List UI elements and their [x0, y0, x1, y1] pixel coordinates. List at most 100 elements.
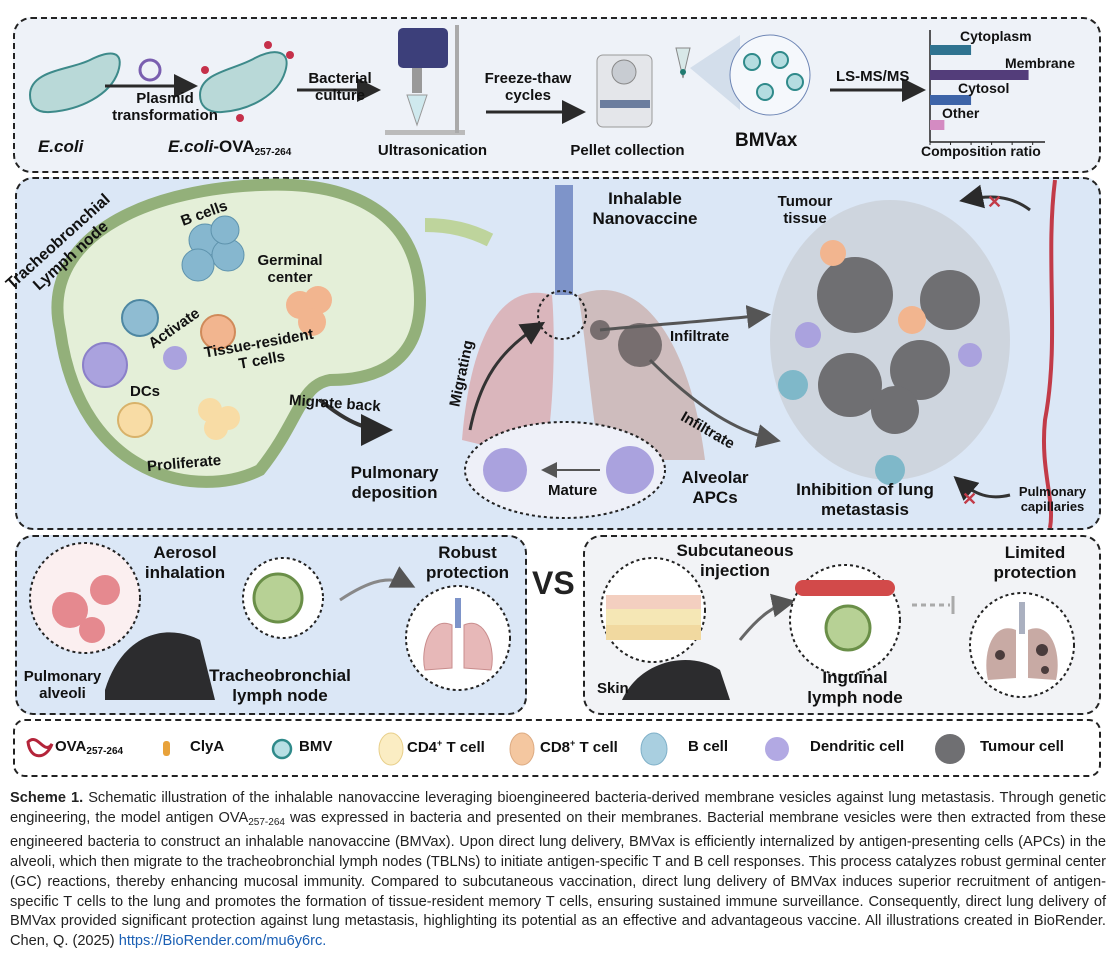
b-cell-icon	[640, 732, 668, 766]
lymph-return-arrow	[424, 218, 494, 247]
label-dcs: DCs	[130, 383, 161, 400]
arrow	[339, 566, 416, 602]
migrate-back-arrow	[318, 398, 393, 446]
chart-xlabel: Composition ratio	[921, 143, 1041, 159]
legend-tumour-cell: Tumour cell	[980, 738, 1064, 755]
bar-other	[930, 120, 945, 130]
lymph-node-icon	[252, 572, 304, 624]
metastatic-lungs-icon	[986, 602, 1058, 680]
label-infiltrate: Infiltrate	[670, 328, 730, 345]
label-lsms: LS-MS/MS	[836, 68, 910, 85]
bar-cytoplasm	[930, 45, 972, 55]
migrating-arrow	[468, 321, 546, 431]
legend-cd4: CD4+ T cell	[407, 738, 485, 756]
t-cell-cluster	[286, 286, 332, 336]
block-x-icon: ✕	[962, 489, 977, 509]
dendritic-cell	[163, 346, 187, 370]
deposition-circle	[537, 290, 587, 340]
legend-dendritic-cell: Dendritic cell	[810, 738, 905, 755]
mouse-icon	[622, 660, 730, 700]
bar-cytosol	[930, 95, 972, 105]
cd4-t-cell-icon	[378, 732, 404, 766]
bar-membrane	[930, 70, 1029, 80]
figure-caption: Scheme 1. Schematic illustration of the …	[10, 790, 1106, 950]
label-skin: Skin	[597, 680, 629, 697]
legend-bmv: BMV	[299, 738, 333, 755]
cd4-t-cell	[117, 402, 153, 438]
label-pellet: Pellet collection	[570, 142, 685, 159]
mature-dc	[483, 448, 527, 492]
centrifuge-icon	[596, 54, 653, 128]
bmvax-icon	[729, 34, 811, 116]
legend-b-cell: B cell	[688, 738, 729, 755]
legend-cd8: CD8+ T cell	[540, 738, 618, 756]
chart-category-label: Cytosol	[958, 80, 1010, 96]
plasmid-icon	[138, 58, 162, 82]
caption-label: Scheme 1.	[10, 790, 84, 806]
cd8-t-cell	[200, 314, 236, 350]
alveoli-icon	[52, 575, 120, 643]
tumour-cell-icon	[935, 734, 965, 764]
label-bmvax: BMVax	[735, 130, 798, 151]
biorender-link[interactable]: https://BioRender.com/mu6y6rc.	[118, 933, 327, 950]
cd4-cluster	[198, 398, 240, 440]
chart-category-label: Membrane	[1005, 55, 1076, 71]
ultrasonicator-icon	[385, 25, 465, 135]
legend-clya: ClyA	[190, 738, 225, 755]
lymph-node-icon	[824, 604, 872, 652]
mouse-icon	[105, 632, 215, 700]
dendritic-cell	[82, 342, 128, 388]
tumour-tissue-illustration	[770, 200, 1010, 485]
b-cell-cluster	[181, 215, 245, 282]
chart-category-label: Other	[942, 105, 980, 121]
alveoli-zoom	[29, 542, 141, 654]
pulmonary-capillary	[1042, 179, 1057, 529]
legend-ova: OVA257-264	[55, 738, 124, 757]
arrow	[738, 593, 796, 641]
blood-vessel-icon	[795, 580, 895, 596]
block-x-icon: ✕	[987, 192, 1002, 212]
tube-icon	[675, 47, 691, 79]
healthy-lungs-icon	[423, 598, 493, 671]
legend-panel	[13, 719, 1101, 777]
label-ultrasonication: Ultrasonication	[377, 142, 488, 159]
lymph-node-illustration	[51, 178, 427, 488]
composition-bar-chart	[929, 30, 1045, 145]
ova-peptide-icon	[26, 738, 54, 758]
bmv-icon	[271, 738, 293, 760]
blocked-arrow	[953, 476, 1011, 501]
alveolar-apc	[606, 446, 654, 494]
label-ecoli: E.coli	[38, 137, 84, 156]
b-cell	[121, 299, 159, 337]
label-mature: Mature	[548, 482, 598, 499]
blocked-arrow	[959, 184, 1031, 212]
infiltrate-arrow	[648, 358, 781, 448]
dendritic-cell-icon	[765, 737, 789, 761]
vs-label: VS	[532, 565, 575, 601]
infiltrate-arrow	[599, 305, 771, 332]
cd8-t-cell-icon	[509, 732, 535, 766]
skin-layers-icon	[606, 595, 701, 640]
chart-category-label: Cytoplasm	[960, 28, 1032, 44]
label-ecoli-ova: E.coli-OVA257-264	[168, 137, 292, 158]
clya-icon	[163, 741, 170, 756]
ecoli-ova-icon	[198, 41, 294, 122]
